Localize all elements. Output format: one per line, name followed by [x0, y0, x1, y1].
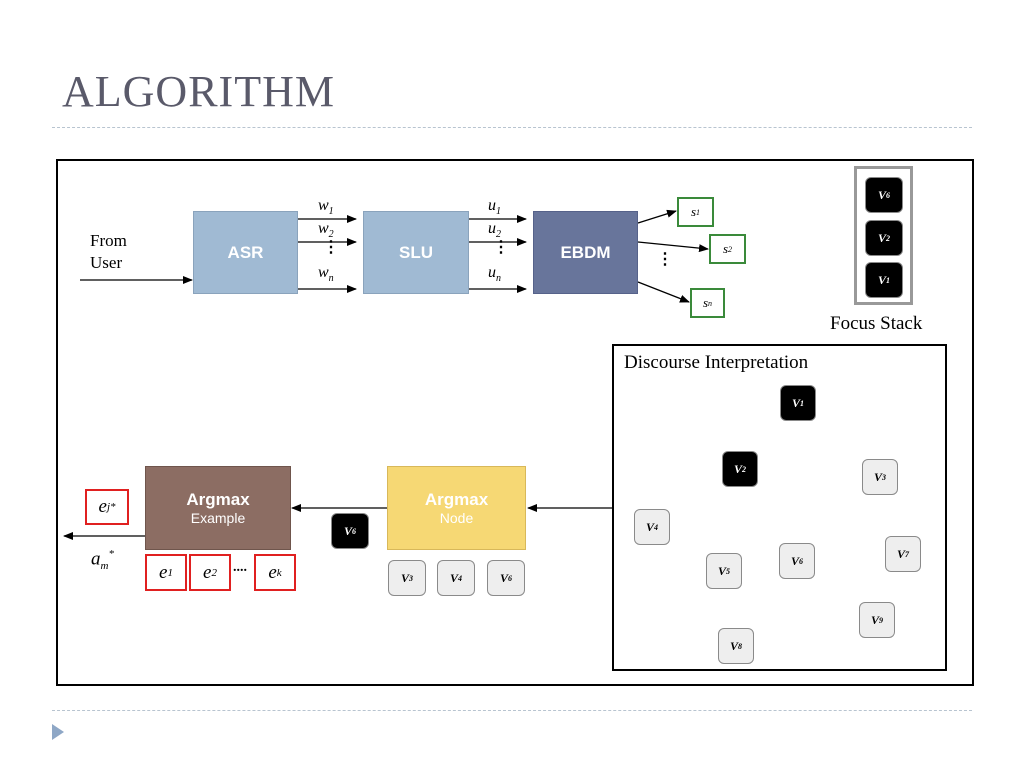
input-label-line1: From — [90, 231, 127, 250]
argmax-node-title: Argmax — [424, 490, 489, 509]
u1-label: u1 — [488, 197, 501, 218]
s-ellipsis: ⋮ — [657, 251, 673, 268]
slu-block: SLU — [363, 211, 469, 294]
argmax-example-sub: Example — [190, 510, 246, 526]
wn-label: wn — [318, 264, 334, 285]
example-ellipsis: .... — [233, 560, 247, 575]
asr-block: ASR — [193, 211, 298, 294]
footer-divider — [52, 710, 972, 711]
w2-label: w2 — [318, 220, 334, 241]
slu-label: SLU — [399, 242, 433, 262]
output-action-label: am* — [91, 548, 114, 573]
title-divider — [52, 127, 972, 128]
input-label-line2: User — [90, 253, 123, 272]
ebdm-label: EBDM — [560, 242, 611, 262]
focus-stack — [854, 166, 913, 305]
u-ellipsis: ⋮ — [493, 239, 509, 256]
ebdm-block: EBDM — [533, 211, 638, 294]
s1-arrow — [637, 209, 677, 224]
slide-title: ALGORITHM — [62, 67, 335, 116]
diagram-frame — [56, 159, 974, 686]
discourse-title: Discourse Interpretation — [624, 352, 809, 373]
argmax-node-block: Argmax Node — [387, 466, 526, 550]
next-slide-arrow-icon[interactable] — [52, 724, 64, 740]
argmax-example-title: Argmax — [186, 490, 250, 509]
s2-arrow — [637, 241, 709, 253]
u2-label: u2 — [488, 220, 501, 241]
sn-arrow — [637, 281, 690, 303]
asr-label: ASR — [227, 242, 264, 262]
argmax-node-sub: Node — [439, 510, 474, 526]
argmax-example-block: Argmax Example — [145, 466, 291, 550]
w1-label: w1 — [318, 197, 334, 218]
input-label: From User — [90, 230, 127, 274]
w-ellipsis: ⋮ — [323, 239, 339, 256]
un-label: un — [488, 264, 501, 285]
focus-stack-label: Focus Stack — [830, 313, 923, 334]
